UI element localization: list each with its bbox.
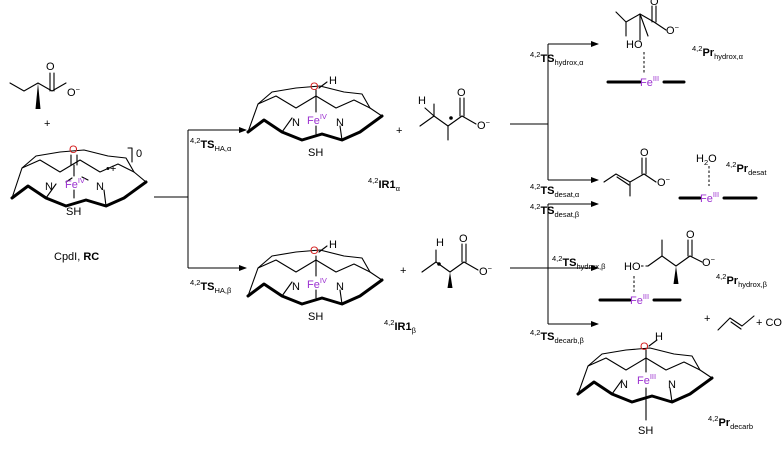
ts-ha-alpha-label: 4,2TSHA,α <box>190 136 232 153</box>
cpdi-rc-label: CpdI, RC <box>54 251 99 263</box>
ir1a-h: H <box>329 75 337 87</box>
alpha-branch-arrows <box>510 41 599 183</box>
cpdi-fe: FeIV <box>65 176 85 191</box>
pr-desat-water-complex: H2O FeIII <box>678 153 758 205</box>
pr-hb-carbonyl-o: O <box>686 229 695 241</box>
cpdi-oxo-o: O <box>69 144 78 156</box>
plus-sign-ir1b: + <box>400 265 406 277</box>
pr-desat-label: 4,2Prdesat <box>726 160 767 177</box>
ir1a-n-left: N <box>292 117 300 129</box>
ts-ha-beta-label: 4,2TSHA,β <box>190 278 232 295</box>
pr-desat-fe: FeIII <box>700 190 719 205</box>
ir1b-fe: FeIV <box>307 276 327 291</box>
pr-hb-fe: FeIII <box>630 292 649 307</box>
co2-label: + CO2 <box>756 317 782 331</box>
pr-hb-ho: HO <box>624 261 641 273</box>
ts-desat-beta-label: 4,2TSdesat,β <box>530 202 580 219</box>
substrate-2-methylbutanoate: O O− <box>9 61 81 109</box>
pr-decarb-butene <box>717 315 755 331</box>
ir1b-n-left: N <box>292 281 300 293</box>
pr-hydrox-alpha-label: 4,2Prhydrox,α <box>692 44 744 61</box>
ir1b-h: H <box>329 239 337 251</box>
pr-hydrox-beta: HO O O− FeIII <box>598 229 716 307</box>
ir1b-radical-h: H <box>436 237 444 249</box>
substrate-minus: − <box>76 85 81 94</box>
ir1b-n-right: N <box>336 281 344 293</box>
pr-hydrox-alpha: O O− HO FeIII <box>606 0 686 89</box>
ts-desat-alpha-label: 4,2TSdesat,α <box>530 182 580 199</box>
ir1a-o: O <box>310 81 319 93</box>
ir1b-radical-carbonyl-o: O <box>459 233 468 245</box>
pr-desat-h2o: H2O <box>696 153 717 167</box>
plus-sign-substrate-cpdi: + <box>44 118 50 130</box>
cpdi-n-left: N <box>45 181 53 193</box>
pr-decarb-o: O <box>640 341 649 353</box>
ir1-beta-porphyrin: O H FeIV N N SH <box>246 239 384 323</box>
ts-decarb-beta-label: 4,2TSdecarb,β <box>530 328 585 345</box>
ir1a-radical-carboxylate: O− <box>477 118 491 132</box>
pr-desat-carboxylate: O− <box>657 175 671 189</box>
ts-hydrox-beta-label: 4,2TShydrox,β <box>552 254 606 271</box>
ir1a-radical-h: H <box>418 95 426 107</box>
pr-ha-fe: FeIII <box>640 74 659 89</box>
substrate-carbonyl-o: O <box>46 61 55 73</box>
pr-decarb-label: 4,2Prdecarb <box>708 414 753 431</box>
plus-sign-decarb-1: + <box>704 313 710 325</box>
pr-ha-carbonyl-o: O <box>650 0 659 8</box>
cpdi-radical-cation: •+ <box>106 163 116 175</box>
ir1b-o: O <box>310 245 319 257</box>
pr-desat-alkene: O O− <box>603 147 671 197</box>
pr-decarb-porphyrin: O H FeIII N N SH <box>576 331 714 437</box>
ir1a-sh: SH <box>308 147 323 159</box>
cpdi-porphyrin: O FeIV N N •+ SH 0 <box>10 144 148 218</box>
cpdi-n-right: N <box>96 181 104 193</box>
pr-hb-carboxylate: O− <box>702 255 716 269</box>
pr-desat-carbonyl-o: O <box>640 147 649 159</box>
ir1b-sh: SH <box>308 311 323 323</box>
pr-decarb-fe: FeIII <box>637 372 656 387</box>
ir1-beta-label: 4,2IR1β <box>384 318 417 335</box>
pr-decarb-n-right: N <box>668 379 676 391</box>
pr-decarb-h: H <box>655 331 663 343</box>
substrate-carboxylate-o: O <box>67 87 76 99</box>
beta-branch-arrows <box>510 201 599 327</box>
ir1-beta-radical: H O O− <box>421 233 493 288</box>
pr-hydrox-beta-label: 4,2Prhydrox,β <box>716 272 768 289</box>
pr-decarb-n-left: N <box>620 379 628 391</box>
branch-arrows-ha <box>154 127 247 271</box>
ts-hydrox-alpha-label: 4,2TShydrox,α <box>530 50 584 67</box>
ir1-alpha-label: 4,2IR1α <box>368 176 401 193</box>
svg-text:O: O <box>46 61 55 73</box>
svg-text:O−: O− <box>67 85 81 99</box>
pr-ha-ho: HO <box>626 39 643 51</box>
ir1-alpha-radical: H O O− <box>418 87 491 141</box>
pr-ha-carboxylate: O− <box>666 23 680 37</box>
ir1a-fe: FeIV <box>307 112 327 127</box>
plus-sign-ir1a: + <box>396 125 402 137</box>
cpdi-sh: SH <box>66 206 81 218</box>
ir1b-radical-carboxylate: O− <box>479 264 493 278</box>
pr-decarb-sh: SH <box>638 425 653 437</box>
ir1-alpha-porphyrin: O H FeIV N N SH <box>246 75 384 159</box>
ir1a-n-right: N <box>336 117 344 129</box>
ir1a-radical-carbonyl-o: O <box>457 87 466 99</box>
cpdi-charge: 0 <box>136 148 142 160</box>
